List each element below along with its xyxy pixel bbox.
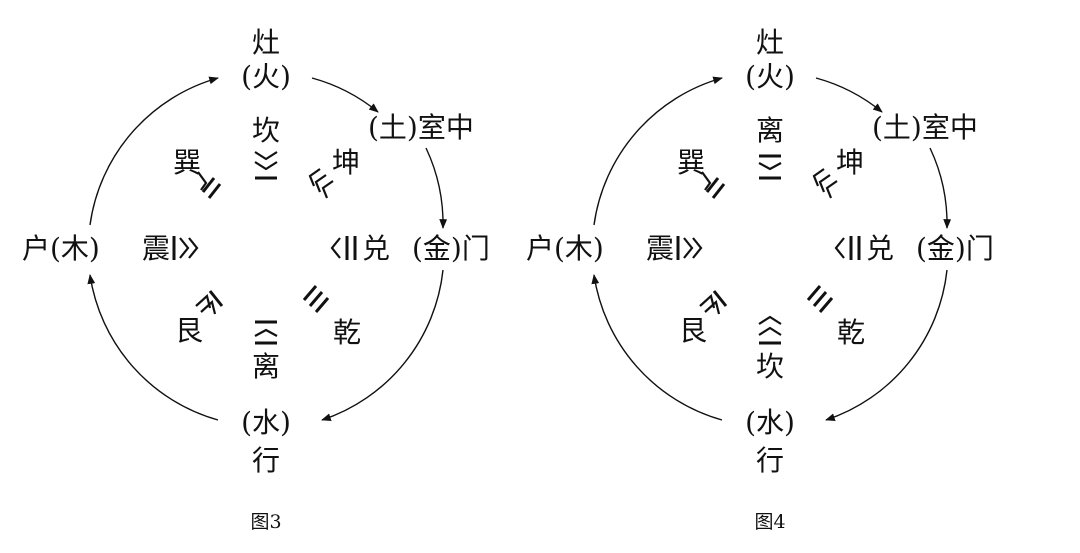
label-fire: (火) (241, 60, 291, 93)
trigram-top-label: 离 (756, 114, 784, 147)
trigram-bottomleft-symbol (699, 290, 728, 315)
caption-fig3: 图3 (250, 511, 281, 533)
arc-top-right (311, 77, 379, 113)
arc-right-upper (929, 147, 952, 229)
trigram-bottomright-label: 乾 (333, 316, 361, 349)
trigram-topright-label: 坤 (332, 146, 360, 179)
trigram-bottomleft-label: 艮 (175, 314, 203, 347)
trigram-left-label: 震 (142, 232, 170, 265)
trigram-right-symbol (834, 236, 861, 260)
label-water: (水) (745, 406, 795, 439)
trigram-top-symbol (758, 154, 782, 180)
arc-right-lower (321, 269, 444, 421)
label-metal-door: (金)门 (412, 232, 490, 265)
trigram-bottom-symbol (758, 315, 782, 345)
trigram-right-label: 兑 (866, 232, 894, 265)
arc-left-lower (87, 274, 219, 421)
trigram-topleft-label: 巽 (173, 146, 201, 179)
trigram-top-symbol (254, 151, 278, 180)
arc-left-upper (89, 76, 219, 226)
label-zao: 灶 (252, 26, 280, 59)
trigram-topright-label: 坤 (836, 146, 864, 179)
label-hu-wood: 户(木) (526, 232, 604, 265)
trigram-topleft-label: 巽 (677, 146, 705, 179)
trigram-top-label: 坎 (252, 114, 280, 147)
label-fire: (火) (745, 60, 795, 93)
trigram-bottom-label: 坎 (756, 350, 784, 383)
trigram-bottom-label: 离 (252, 350, 280, 383)
trigram-bottomright-symbol (302, 285, 330, 313)
trigram-bottomright-label: 乾 (837, 316, 865, 349)
caption-fig4: 图4 (754, 511, 785, 533)
trigram-topleft-symbol (197, 171, 222, 199)
trigram-left-symbol (172, 236, 199, 260)
label-hu-wood: 户(木) (22, 232, 100, 265)
label-xing: 行 (252, 444, 280, 477)
trigram-bottomright-symbol (806, 285, 834, 313)
label-zao: 灶 (756, 26, 784, 59)
trigram-topleft-symbol (701, 171, 726, 199)
trigram-right-symbol (330, 236, 357, 260)
label-earth-room: (土)室中 (368, 111, 474, 144)
figure-4: 灶 (火) (土)室中 (金)门 户(木) (水) 行 离 巽 坤 震 (526, 26, 994, 533)
trigram-bottom-symbol (254, 320, 278, 345)
label-xing: 行 (756, 444, 784, 477)
arc-left-lower (591, 274, 723, 421)
trigram-bottomleft-label: 艮 (679, 314, 707, 347)
figure-3: 灶 (火) (土)室中 (金)门 户(木) (水) 行 坎 巽 坤 震 (22, 26, 490, 533)
trigram-left-label: 震 (646, 232, 674, 265)
trigram-left-symbol (676, 236, 703, 260)
arc-right-lower (825, 269, 948, 421)
trigram-right-label: 兑 (362, 232, 390, 265)
trigram-bottomleft-symbol (195, 290, 224, 315)
arc-right-upper (425, 147, 448, 229)
label-metal-door: (金)门 (916, 232, 994, 265)
trigram-topright-symbol (308, 168, 334, 199)
label-water: (水) (241, 406, 291, 439)
arc-top-right (815, 77, 883, 113)
trigram-topright-symbol (812, 168, 838, 199)
arc-left-upper (593, 76, 723, 226)
label-earth-room: (土)室中 (872, 111, 978, 144)
